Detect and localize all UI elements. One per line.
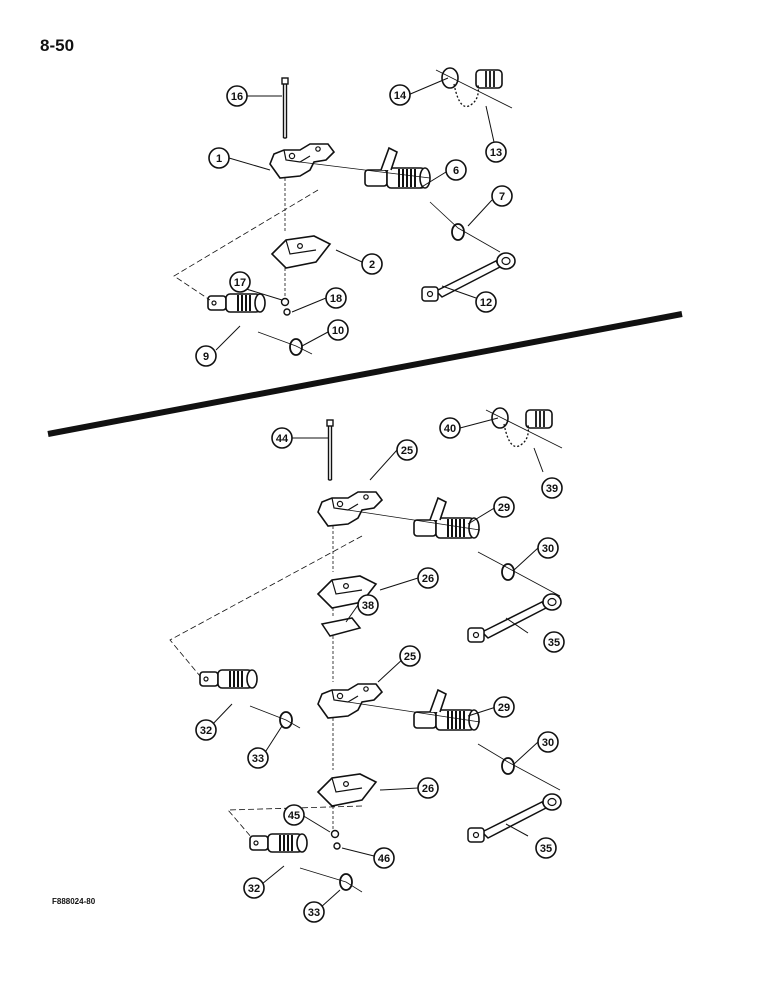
callout-30-lower: 30 bbox=[537, 731, 559, 753]
svg-text:26: 26 bbox=[422, 783, 434, 795]
callout-25-lower: 25 bbox=[399, 645, 421, 667]
svg-text:30: 30 bbox=[542, 543, 554, 555]
svg-text:1: 1 bbox=[216, 153, 222, 165]
callout-39: 39 bbox=[541, 477, 563, 499]
callout-26-upper: 26 bbox=[417, 567, 439, 589]
coupler-part-9 bbox=[207, 293, 266, 313]
callout-32-upper: 32 bbox=[195, 719, 217, 741]
coupler-part-32-upper bbox=[199, 669, 258, 689]
svg-text:32: 32 bbox=[200, 725, 212, 737]
bolt-part-16 bbox=[281, 77, 289, 139]
washer-part-45 bbox=[330, 829, 340, 839]
o-ring-part-30-upper bbox=[501, 563, 515, 581]
plate-part-38 bbox=[320, 617, 362, 637]
svg-text:7: 7 bbox=[499, 191, 505, 203]
svg-text:29: 29 bbox=[498, 702, 510, 714]
figure-code: F888024-80 bbox=[52, 897, 96, 906]
dust-cap-part-40 bbox=[491, 407, 553, 448]
callout-33-upper: 33 bbox=[247, 747, 269, 769]
valve-part-29-upper bbox=[413, 497, 480, 539]
callouts: 16 1 2 6 7 12 14 13 17 18 9 10 44 25 40 … bbox=[195, 84, 565, 923]
callout-12: 12 bbox=[475, 291, 497, 313]
callout-38: 38 bbox=[357, 594, 379, 616]
callout-40: 40 bbox=[439, 417, 461, 439]
lever-part-35-lower bbox=[467, 793, 562, 843]
clamp-part-25-lower bbox=[317, 683, 383, 719]
top-assembly bbox=[173, 67, 516, 356]
svg-text:39: 39 bbox=[546, 483, 558, 495]
svg-text:45: 45 bbox=[288, 810, 300, 822]
callout-1: 1 bbox=[208, 147, 230, 169]
o-ring-part-7 bbox=[451, 223, 465, 241]
callout-35-lower: 35 bbox=[535, 837, 557, 859]
svg-text:38: 38 bbox=[362, 600, 374, 612]
callout-32-lower: 32 bbox=[243, 877, 265, 899]
svg-text:10: 10 bbox=[332, 325, 344, 337]
nut-part-46 bbox=[333, 842, 341, 850]
svg-text:12: 12 bbox=[480, 297, 492, 309]
callout-46: 46 bbox=[373, 847, 395, 869]
lever-part-12 bbox=[421, 252, 516, 302]
svg-text:44: 44 bbox=[276, 433, 289, 445]
callout-45: 45 bbox=[283, 804, 305, 826]
nut-part-18 bbox=[283, 308, 291, 316]
callout-44: 44 bbox=[271, 427, 293, 449]
svg-text:2: 2 bbox=[369, 259, 375, 271]
callout-33-lower: 33 bbox=[303, 901, 325, 923]
washer-part-17 bbox=[280, 297, 290, 307]
svg-text:25: 25 bbox=[404, 651, 416, 663]
callout-13: 13 bbox=[485, 141, 507, 163]
svg-text:46: 46 bbox=[378, 853, 390, 865]
callout-10: 10 bbox=[327, 319, 349, 341]
o-ring-part-10 bbox=[289, 338, 303, 356]
valve-part-29-lower bbox=[413, 689, 480, 731]
callout-26-lower: 26 bbox=[417, 777, 439, 799]
callout-25-upper: 25 bbox=[396, 439, 418, 461]
callout-29-upper: 29 bbox=[493, 496, 515, 518]
svg-text:26: 26 bbox=[422, 573, 434, 585]
callout-2: 2 bbox=[361, 253, 383, 275]
dust-cap-part-14 bbox=[441, 67, 503, 108]
svg-text:13: 13 bbox=[490, 147, 502, 159]
svg-text:40: 40 bbox=[444, 423, 456, 435]
svg-text:6: 6 bbox=[453, 165, 459, 177]
callout-17: 17 bbox=[229, 271, 251, 293]
svg-text:17: 17 bbox=[234, 277, 246, 289]
bracket-part-26-lower bbox=[317, 773, 377, 807]
callout-30-upper: 30 bbox=[537, 537, 559, 559]
callout-35-upper: 35 bbox=[543, 631, 565, 653]
svg-text:30: 30 bbox=[542, 737, 554, 749]
clamp-part-25-upper bbox=[317, 491, 383, 527]
svg-text:32: 32 bbox=[248, 883, 260, 895]
svg-text:18: 18 bbox=[330, 293, 342, 305]
callout-18: 18 bbox=[325, 287, 347, 309]
callout-29-lower: 29 bbox=[493, 696, 515, 718]
page-number: 8-50 bbox=[40, 36, 75, 55]
svg-text:29: 29 bbox=[498, 502, 510, 514]
svg-text:35: 35 bbox=[548, 637, 560, 649]
bottom-assembly bbox=[169, 407, 563, 893]
bracket-part-2 bbox=[271, 235, 331, 269]
bolt-part-44 bbox=[326, 419, 334, 481]
callout-6: 6 bbox=[445, 159, 467, 181]
callout-14: 14 bbox=[389, 84, 411, 106]
section-divider bbox=[47, 311, 683, 437]
svg-text:33: 33 bbox=[252, 753, 264, 765]
o-ring-part-30-lower bbox=[501, 757, 515, 775]
callout-16: 16 bbox=[226, 85, 248, 107]
leader-lines bbox=[209, 77, 544, 909]
callout-9: 9 bbox=[195, 345, 217, 367]
svg-text:25: 25 bbox=[401, 445, 413, 457]
svg-text:33: 33 bbox=[308, 907, 320, 919]
svg-text:16: 16 bbox=[231, 91, 243, 103]
coupler-part-32-lower bbox=[249, 833, 308, 853]
svg-text:35: 35 bbox=[540, 843, 552, 855]
callout-7: 7 bbox=[491, 185, 513, 207]
svg-text:14: 14 bbox=[394, 90, 407, 102]
clamp-part-1 bbox=[269, 143, 335, 179]
svg-text:9: 9 bbox=[203, 351, 209, 363]
valve-part-6 bbox=[364, 147, 431, 189]
